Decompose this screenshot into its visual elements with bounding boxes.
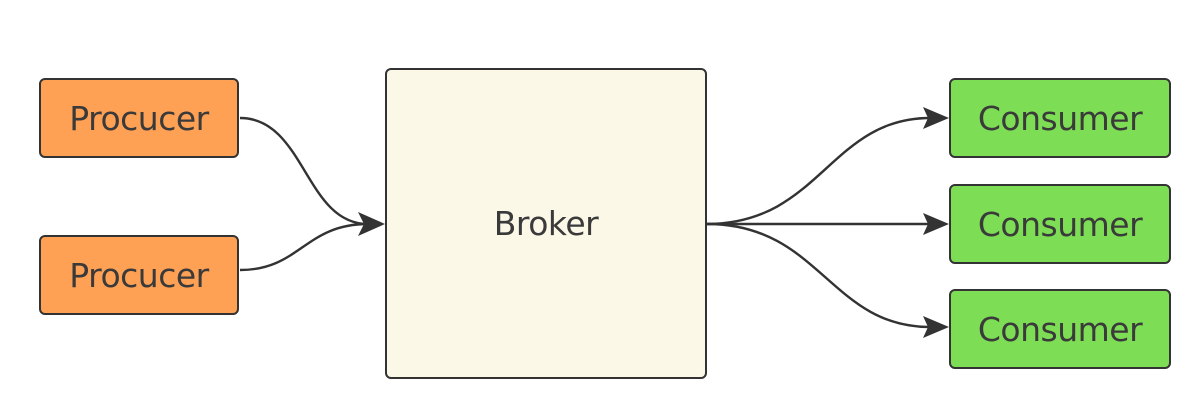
producer-node-2: Procucer <box>39 235 239 315</box>
edge-broker-to-consumer-1 <box>706 116 931 226</box>
arrowhead-consumer-2 <box>923 213 949 235</box>
edge-broker-to-consumer-3 <box>706 222 931 329</box>
edge-producer-2-to-broker <box>239 222 369 272</box>
arrowhead-into-broker <box>358 212 385 236</box>
consumer-node-1: Consumer <box>949 78 1171 158</box>
consumer-node-3: Consumer <box>949 289 1171 369</box>
edge-producer-1-to-broker <box>239 116 369 226</box>
broker-node: Broker <box>385 68 707 379</box>
arrowhead-consumer-1 <box>923 107 949 129</box>
consumer-node-2: Consumer <box>949 184 1171 264</box>
arrowhead-consumer-3 <box>923 316 949 338</box>
producer-node-1: Procucer <box>39 78 239 158</box>
